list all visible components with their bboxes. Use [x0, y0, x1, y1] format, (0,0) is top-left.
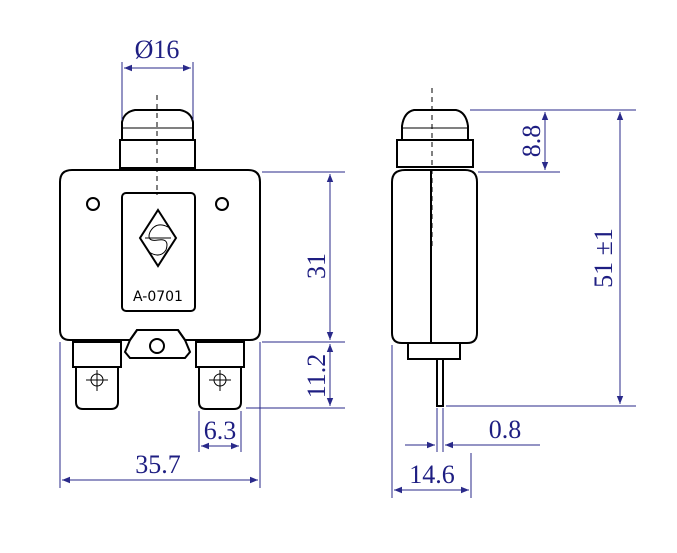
label-plate [121, 192, 196, 312]
side-body [391, 169, 478, 344]
dimension-overall-height: 51 ±1 [446, 109, 636, 407]
dim-label-body-depth: 14.6 [409, 460, 455, 489]
dimension-button-diameter: Ø16 [121, 35, 194, 120]
side-push-button [396, 109, 474, 168]
front-view: A-0701 [59, 95, 261, 410]
side-view [391, 88, 478, 407]
manufacturer-logo-icon [138, 208, 178, 268]
dim-label-terminal-length: 11.2 [302, 354, 331, 399]
side-terminal-base [407, 342, 461, 360]
front-push-button [119, 109, 196, 169]
bottom-mount-tab [123, 329, 192, 359]
dim-label-terminal-width: 6.3 [204, 416, 237, 445]
dim-label-body-height: 31 [302, 253, 331, 279]
dimension-overall-width: 35.7 [59, 342, 261, 488]
dimension-body-height: 31 [262, 171, 345, 343]
dim-label-button-diameter: Ø16 [135, 35, 180, 64]
dimension-terminal-width: 6.3 [198, 411, 242, 452]
dimension-body-depth: 14.6 [391, 345, 472, 498]
side-terminal-blade [436, 358, 444, 407]
dim-label-overall-height: 51 ±1 [589, 228, 618, 288]
dim-label-terminal-thickness: 0.8 [489, 415, 522, 444]
dimension-button-height: 8.8 [470, 109, 560, 173]
dim-label-button-height: 8.8 [517, 125, 546, 158]
dimension-terminal-length: 11.2 [246, 344, 345, 409]
terminal-right [195, 341, 245, 410]
dimension-terminal-thickness: 0.8 [405, 408, 540, 452]
terminal-left [72, 341, 122, 410]
mounting-hole-right [215, 197, 229, 211]
dim-label-overall-width: 35.7 [135, 450, 181, 479]
model-marking: A-0701 [133, 289, 183, 305]
mounting-hole-left [86, 197, 100, 211]
